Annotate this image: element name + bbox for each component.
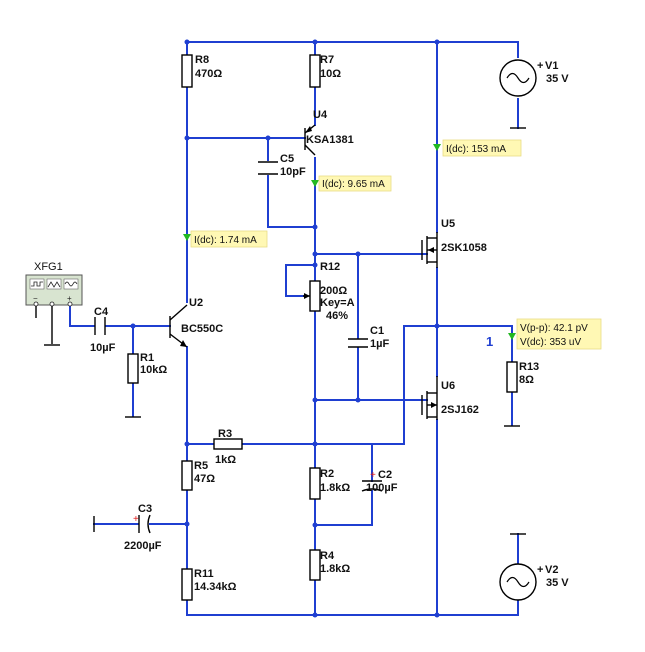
probe-4-vpp: V(p-p): 42.1 pV: [520, 323, 588, 334]
c2-value: 100µF: [366, 482, 398, 494]
r4-ref: R4: [320, 550, 335, 562]
junction-dots: [130, 39, 440, 618]
net-label: 1: [486, 334, 493, 349]
u4-part: KSA1381: [306, 134, 354, 146]
resistor-r11: R11 14.34kΩ: [181, 568, 237, 601]
r12-value: 200Ω: [320, 285, 347, 297]
xfg1-minus: −: [33, 294, 38, 303]
r7-ref: R7: [320, 54, 334, 66]
c2-polarity: +: [370, 470, 376, 481]
capacitor-c5: C5 10pF: [258, 153, 306, 178]
r12-pct: 46%: [326, 310, 348, 322]
potentiometer-r12: R12 200Ω Key=A 46%: [303, 261, 355, 322]
c2-ref: C2: [378, 469, 392, 481]
probe-2-text: I(dc): 1.74 mA: [194, 235, 257, 246]
u6-part: 2SJ162: [441, 404, 479, 416]
capacitor-c2: + C2 100µF: [361, 469, 398, 494]
voltage-source-v1: + V1 35 V: [499, 59, 569, 129]
c4-ref: C4: [94, 306, 109, 318]
c3-polarity: +: [133, 514, 139, 525]
r4-value: 1.8kΩ: [320, 563, 350, 575]
resistor-r8: R8 470Ω: [181, 54, 222, 88]
r7-value: 10Ω: [320, 68, 341, 80]
u2-ref: U2: [189, 297, 203, 309]
v2-plus: +: [537, 564, 543, 576]
probe-1-text: I(dc): 9.65 mA: [322, 179, 385, 190]
c3-ref: C3: [138, 503, 152, 515]
v1-plus: +: [537, 60, 543, 72]
r13-value: 8Ω: [519, 374, 534, 386]
capacitor-c3: + C3 2200µF: [93, 503, 162, 552]
r3-ref: R3: [218, 428, 232, 440]
c5-ref: C5: [280, 153, 294, 165]
probe-4-vdc: V(dc): 353 uV: [520, 337, 581, 348]
r13-ref: R13: [519, 361, 539, 373]
transistor-u4: U4 KSA1381: [304, 109, 354, 156]
mosfet-u5: U5 2SK1058: [421, 218, 487, 268]
resistor-r4: R4 1.8kΩ: [309, 549, 350, 581]
xfg1-ref: XFG1: [34, 261, 63, 273]
r8-ref: R8: [195, 54, 209, 66]
c4-value: 10µF: [90, 342, 116, 354]
v1-value: 35 V: [546, 73, 569, 85]
r8-value: 470Ω: [195, 68, 222, 80]
probe-current-2: I(dc): 1.74 mA: [183, 230, 268, 248]
r2-value: 1.8kΩ: [320, 482, 350, 494]
resistor-r3: R3 1kΩ: [213, 428, 243, 466]
probe-3-text: I(dc): 153 mA: [446, 144, 506, 155]
c5-value: 10pF: [280, 166, 306, 178]
u2-part: BC550C: [181, 323, 223, 335]
resistor-r7: R7 10Ω: [309, 54, 341, 88]
v2-ref: V2: [545, 564, 558, 576]
xfg1-plus: +: [67, 294, 72, 303]
capacitor-c4: C4 10µF: [90, 306, 116, 354]
probe-current-1: I(dc): 9.65 mA: [311, 175, 392, 192]
r1-ref: R1: [140, 352, 154, 364]
function-generator-xfg1: XFG1 − +: [25, 261, 83, 346]
transistor-u2: U2 BC550C: [169, 297, 223, 348]
voltage-source-v2: + V2 35 V: [499, 533, 569, 601]
c1-ref: C1: [370, 325, 384, 337]
wires: [69, 41, 519, 616]
resistor-r5: R5 47Ω: [181, 460, 215, 491]
probe-current-3: I(dc): 153 mA: [433, 139, 522, 157]
u6-ref: U6: [441, 380, 455, 392]
u4-ref: U4: [313, 109, 328, 121]
r3-value: 1kΩ: [215, 454, 236, 466]
resistor-r1: R1 10kΩ: [125, 352, 167, 418]
r5-ref: R5: [194, 460, 208, 472]
c3-value: 2200µF: [124, 540, 162, 552]
c1-value: 1µF: [370, 338, 389, 350]
u5-ref: U5: [441, 218, 455, 230]
r2-ref: R2: [320, 468, 334, 480]
mosfet-u6: U6 2SJ162: [421, 376, 479, 420]
u5-part: 2SK1058: [441, 242, 487, 254]
r11-value: 14.34kΩ: [194, 581, 237, 593]
r12-key: Key=A: [320, 297, 355, 309]
resistor-r13: R13 8Ω: [504, 361, 539, 427]
v2-value: 35 V: [546, 577, 569, 589]
r11-ref: R11: [194, 568, 214, 580]
r1-value: 10kΩ: [140, 364, 167, 376]
v1-ref: V1: [545, 60, 558, 72]
resistor-r2: R2 1.8kΩ: [309, 467, 350, 500]
probe-voltage-4: V(p-p): 42.1 pV V(dc): 353 uV: [508, 318, 602, 350]
capacitor-c1: C1 1µF: [348, 325, 389, 350]
r12-ref: R12: [320, 261, 340, 273]
r5-value: 47Ω: [194, 473, 215, 485]
